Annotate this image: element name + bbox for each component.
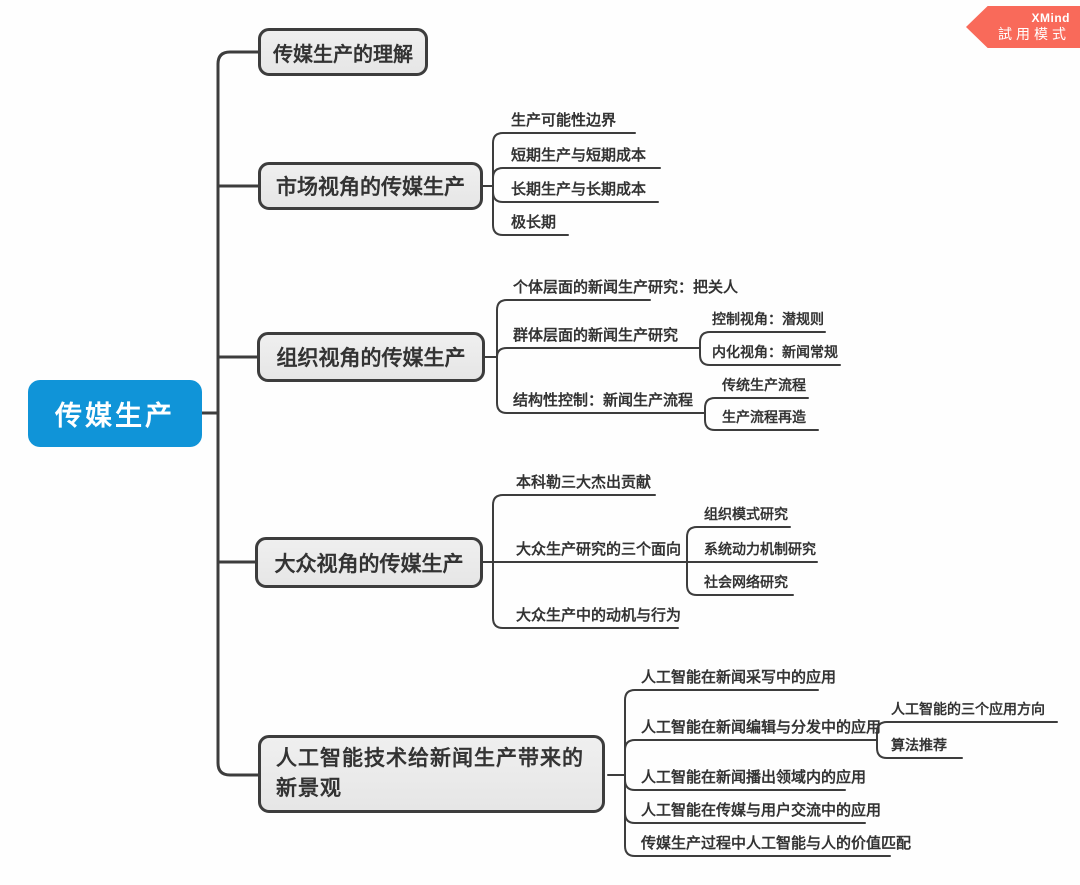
branch-topic-understanding[interactable]: 传媒生产的理解 <box>258 28 428 76</box>
subtopic-algorithm-recommendation[interactable]: 算法推荐 <box>891 737 947 753</box>
subtopic-traditional-production-process[interactable]: 传统生产流程 <box>722 377 806 393</box>
subtopic-internalization-view-news-routine[interactable]: 内化视角：新闻常规 <box>712 344 838 360</box>
subtopic-control-view-hidden-rules[interactable]: 控制视角：潜规则 <box>712 311 824 327</box>
subtopic-short-run-production-cost[interactable]: 短期生产与短期成本 <box>511 147 647 164</box>
subtopic-very-long-run[interactable]: 极长期 <box>511 214 557 231</box>
subtopic-organization-model-research[interactable]: 组织模式研究 <box>704 506 788 522</box>
subtopic-motivation-and-behavior[interactable]: 大众生产中的动机与行为 <box>516 607 682 624</box>
subtopic-system-dynamics-research[interactable]: 系统动力机制研究 <box>704 541 816 557</box>
subtopic-benkler-contributions[interactable]: 本科勒三大杰出贡献 <box>516 474 652 491</box>
subtopic-production-possibility-frontier[interactable]: 生产可能性边界 <box>511 112 617 129</box>
subtopic-ai-three-application-directions[interactable]: 人工智能的三个应用方向 <box>891 701 1045 717</box>
subtopic-ai-news-writing[interactable]: 人工智能在新闻采写中的应用 <box>641 669 837 686</box>
subtopic-three-dimensions-of-mass-production[interactable]: 大众生产研究的三个面向 <box>516 541 682 558</box>
branch-topic-market[interactable]: 市场视角的传媒生产 <box>258 162 483 210</box>
branch-topic-mass[interactable]: 大众视角的传媒生产 <box>255 537 483 588</box>
subtopic-ai-human-value-matching[interactable]: 传媒生产过程中人工智能与人的价值匹配 <box>641 835 912 852</box>
xmind-logo-text: XMind <box>1031 10 1070 25</box>
subtopic-ai-broadcasting[interactable]: 人工智能在新闻播出领域内的应用 <box>641 769 867 786</box>
subtopic-production-process-reengineering[interactable]: 生产流程再造 <box>722 409 806 425</box>
branch-topic-ai[interactable]: 人工智能技术给新闻生产带来的新景观 <box>258 735 605 813</box>
subtopic-ai-editing-distribution[interactable]: 人工智能在新闻编辑与分发中的应用 <box>641 719 882 736</box>
subtopic-ai-user-interaction[interactable]: 人工智能在传媒与用户交流中的应用 <box>641 802 882 819</box>
subtopic-individual-level-gatekeeper[interactable]: 个体层面的新闻生产研究：把关人 <box>513 279 739 296</box>
root-topic[interactable]: 传媒生产 <box>28 380 202 447</box>
branch-topic-organization[interactable]: 组织视角的传媒生产 <box>257 332 485 382</box>
subtopic-social-network-research[interactable]: 社会网络研究 <box>704 574 788 590</box>
subtopic-group-level-research[interactable]: 群体层面的新闻生产研究 <box>513 327 679 344</box>
subtopic-structural-control[interactable]: 结构性控制：新闻生产流程 <box>513 392 694 409</box>
xmind-trial-badge[interactable]: XMind 試用模式 <box>966 6 1080 48</box>
trial-mode-label: 試用模式 <box>998 25 1070 42</box>
subtopic-long-run-production-cost[interactable]: 长期生产与长期成本 <box>511 181 647 198</box>
